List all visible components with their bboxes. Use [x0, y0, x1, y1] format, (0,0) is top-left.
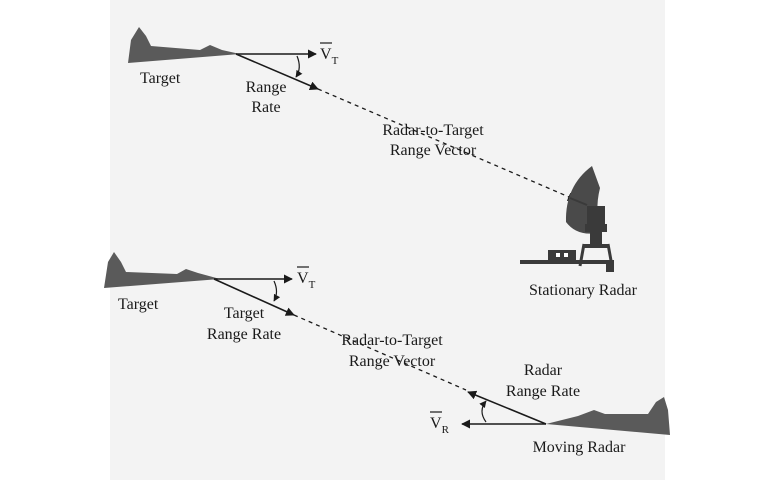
target-range-rate-label-line2: Range Rate — [207, 326, 281, 343]
aircraft-icon — [104, 252, 220, 288]
target-label: Target — [140, 70, 181, 87]
target-label: Target — [118, 296, 159, 313]
velocity-subscript: T — [332, 55, 339, 67]
radar-range-rate-arrow — [467, 390, 547, 425]
angle-arc — [295, 55, 303, 78]
top-scene: Target VT Range Rate Radar-to-Target Ran… — [128, 27, 638, 299]
range-rate-label-line1: Range — [246, 79, 287, 96]
velocity-label: VT — [297, 270, 316, 291]
target-range-rate-arrow — [213, 278, 295, 316]
range-rate-label-line2: Rate — [251, 99, 280, 116]
stationary-radar-label: Stationary Radar — [529, 282, 638, 299]
range-vector-dashed-line — [317, 88, 577, 201]
angle-arc — [273, 280, 281, 302]
velocity-symbol: V — [297, 270, 309, 287]
radar-velocity-subscript: R — [442, 424, 450, 436]
velocity-subscript: T — [309, 279, 316, 291]
range-vector-label-line2: Range Vector — [390, 142, 477, 159]
moving-radar-label: Moving Radar — [533, 439, 627, 456]
aircraft-icon — [546, 397, 670, 435]
target-range-rate-label-line1: Target — [224, 305, 265, 322]
angle-arc — [479, 400, 487, 423]
bottom-scene: Target VT Target Range Rate Radar-to-Tar… — [104, 252, 670, 456]
range-rate-arrow — [235, 53, 319, 90]
aircraft-icon — [128, 27, 240, 63]
range-vector-label-line1: Radar-to-Target — [341, 332, 443, 349]
radar-range-rate-label-line1: Radar — [524, 362, 563, 379]
radar-velocity-label: VR — [430, 415, 450, 436]
radar-velocity-symbol: V — [430, 415, 442, 432]
background-panel — [110, 0, 665, 480]
range-vector-label-line1: Radar-to-Target — [382, 122, 484, 139]
velocity-label: VT — [320, 46, 339, 67]
radar-range-rate-label-line2: Range Rate — [506, 383, 580, 400]
radar-dish-icon — [520, 166, 614, 272]
velocity-symbol: V — [320, 46, 332, 63]
range-vector-label-line2: Range Vector — [349, 353, 436, 370]
